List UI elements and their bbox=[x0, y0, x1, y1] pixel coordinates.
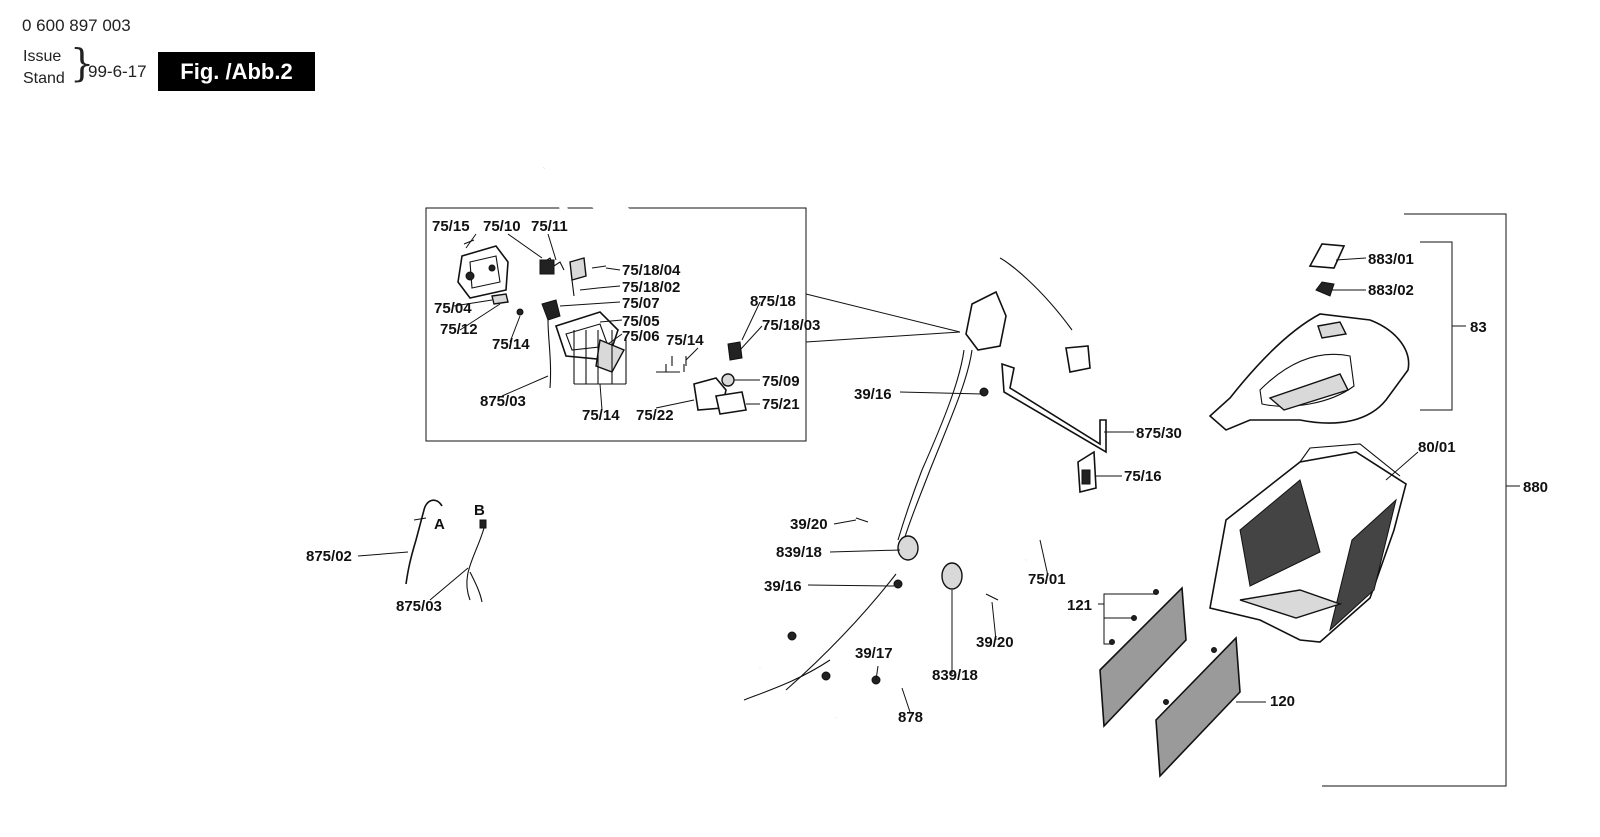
trigger-part bbox=[595, 339, 625, 373]
side-panel-upper bbox=[1099, 586, 1187, 728]
label-121: 121 bbox=[1067, 597, 1092, 614]
label-75-01: 75/01 bbox=[1028, 571, 1066, 588]
label-120: 120 bbox=[1270, 693, 1295, 710]
inset-cable bbox=[547, 319, 552, 389]
document-number: 0 600 897 003 bbox=[22, 16, 131, 35]
cable-clip-part bbox=[727, 341, 743, 361]
cable-b bbox=[466, 527, 485, 601]
label-875-03-cable: 875/03 bbox=[396, 598, 442, 615]
inset-leader-lines bbox=[453, 233, 763, 411]
label-75-21: 75/21 bbox=[762, 396, 800, 413]
washer-part bbox=[721, 373, 735, 387]
stand-label: Stand bbox=[23, 70, 65, 87]
label-39-20-right: 39/20 bbox=[976, 634, 1014, 651]
inset-pointer-lower bbox=[805, 331, 961, 343]
label-75-16: 75/16 bbox=[1124, 468, 1162, 485]
inset-pointer-upper bbox=[805, 293, 961, 333]
handle-knob-right bbox=[941, 562, 963, 590]
screw-group-bracket bbox=[573, 330, 627, 385]
label-75-07: 75/07 bbox=[622, 295, 660, 312]
grass-box-assembly: 883/01 883/02 83 80/01 880 121 120 bbox=[1067, 213, 1548, 787]
issue-date: 99-6-17 bbox=[88, 62, 147, 81]
marker-a: A bbox=[434, 516, 445, 533]
label-75-18-04: 75/18/04 bbox=[622, 262, 681, 279]
label-75-18-03: 75/18/03 bbox=[762, 317, 820, 334]
basket-mesh-right bbox=[1329, 498, 1397, 632]
bushing-part bbox=[491, 293, 509, 305]
nut-part bbox=[516, 308, 524, 316]
lever-clip-part bbox=[539, 259, 555, 275]
bracket-880 bbox=[1322, 213, 1520, 787]
label-75-12: 75/12 bbox=[440, 321, 478, 338]
label-75-10: 75/10 bbox=[483, 218, 521, 235]
issue-label: Issue bbox=[23, 48, 62, 65]
label-75-18-02: 75/18/02 bbox=[622, 279, 680, 296]
label-75-04: 75/04 bbox=[434, 300, 472, 317]
label-75-14-bottom: 75/14 bbox=[582, 407, 620, 424]
clip-part bbox=[1315, 281, 1335, 297]
marker-b: B bbox=[474, 502, 485, 519]
label-39-16-upper: 39/16 bbox=[854, 386, 892, 403]
connector-part bbox=[541, 299, 561, 321]
label-39-16-lower: 39/16 bbox=[764, 578, 802, 595]
label-875-02: 875/02 bbox=[306, 548, 352, 565]
label-75-14-top: 75/14 bbox=[666, 332, 704, 349]
pin-part-upper bbox=[591, 265, 607, 269]
label-880: 880 bbox=[1523, 479, 1548, 496]
label-75-15: 75/15 bbox=[432, 218, 470, 235]
label-878: 878 bbox=[898, 709, 923, 726]
label-875-30: 875/30 bbox=[1136, 425, 1182, 442]
handle-leader-lines bbox=[807, 391, 1134, 713]
label-plate-part bbox=[1308, 243, 1346, 269]
label-839-18-left: 839/18 bbox=[776, 544, 822, 561]
label-75-09: 75/09 bbox=[762, 373, 800, 390]
clamp-part bbox=[569, 257, 587, 281]
cable-detail: A B 875/02 875/03 bbox=[306, 499, 487, 615]
inset-detail: 75/15 75/10 75/11 75/18/04 75/18/02 75/0… bbox=[425, 160, 961, 442]
label-75-11: 75/11 bbox=[531, 218, 568, 235]
handle-assembly: 39/16 875/30 75/16 39/20 839/18 39/16 39… bbox=[743, 233, 1182, 726]
label-75-22: 75/22 bbox=[636, 407, 674, 424]
label-839-18-right: 839/18 bbox=[932, 667, 978, 684]
label-75-05: 75/05 bbox=[622, 313, 660, 330]
label-883-02: 883/02 bbox=[1368, 282, 1414, 299]
label-875-18: 875/18 bbox=[750, 293, 796, 310]
label-39-20-left: 39/20 bbox=[790, 516, 828, 533]
label-83: 83 bbox=[1470, 319, 1487, 336]
box-leader-lines bbox=[1236, 257, 1419, 703]
basket-mesh-left bbox=[1239, 479, 1321, 587]
cable-a bbox=[405, 499, 443, 585]
label-39-17: 39/17 bbox=[855, 645, 893, 662]
handle-switch-box bbox=[965, 290, 1007, 351]
rod-bracket-part bbox=[1001, 362, 1107, 454]
handle-knob-left bbox=[897, 535, 919, 561]
label-75-06: 75/06 bbox=[622, 328, 660, 345]
bracket-83 bbox=[1420, 241, 1466, 411]
screw-part bbox=[656, 364, 685, 373]
side-panel-lower bbox=[1155, 636, 1241, 778]
figure-badge: Fig. /Abb.2 bbox=[158, 52, 315, 91]
label-80-01: 80/01 bbox=[1418, 439, 1456, 456]
label-75-14-mid: 75/14 bbox=[492, 336, 530, 353]
label-875-03-inset: 875/03 bbox=[480, 393, 526, 410]
pin-part-lower bbox=[579, 287, 599, 291]
label-883-01: 883/01 bbox=[1368, 251, 1414, 268]
switch-housing-part bbox=[457, 239, 509, 299]
bracket-121 bbox=[1098, 593, 1156, 645]
end-cover-part bbox=[715, 391, 747, 415]
brace-symbol: } bbox=[70, 41, 95, 85]
grass-box-lid bbox=[1208, 313, 1410, 431]
